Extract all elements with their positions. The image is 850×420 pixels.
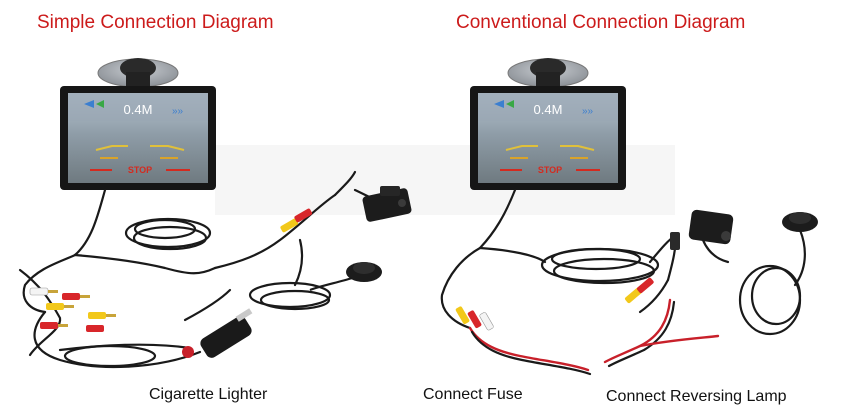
left-distance-readout: 0.4M: [124, 102, 153, 117]
left-monitor: 0.4M »» STOP: [60, 58, 216, 190]
connect-fuse-caption: Connect Fuse: [423, 386, 523, 403]
right-sensor: [782, 212, 818, 232]
right-cables: [440, 188, 806, 336]
right-stop-label: STOP: [538, 165, 562, 175]
reversing-lamp-wire: [603, 298, 720, 368]
right-distance-readout: 0.4M: [534, 102, 563, 117]
right-monitor: 0.4M »» STOP: [470, 58, 626, 190]
cigarette-lighter-plug: [182, 308, 253, 358]
svg-text:»»: »»: [172, 106, 184, 117]
fuse-wire: [468, 326, 592, 376]
cigarette-lighter-caption: Cigarette Lighter: [149, 386, 268, 403]
left-stop-label: STOP: [128, 165, 152, 175]
left-camera: [362, 186, 412, 222]
left-sensor: [309, 262, 382, 292]
left-cables: [18, 170, 390, 369]
svg-text:»»: »»: [582, 106, 594, 117]
left-rca-connectors: [29, 208, 313, 332]
simple-diagram-title: Simple Connection Diagram: [37, 12, 274, 33]
conventional-diagram-title: Conventional Connection Diagram: [456, 12, 746, 33]
right-camera: [670, 209, 734, 250]
right-rca-connectors: [455, 277, 654, 331]
connect-reversing-lamp-caption: Connect Reversing Lamp: [606, 388, 787, 405]
